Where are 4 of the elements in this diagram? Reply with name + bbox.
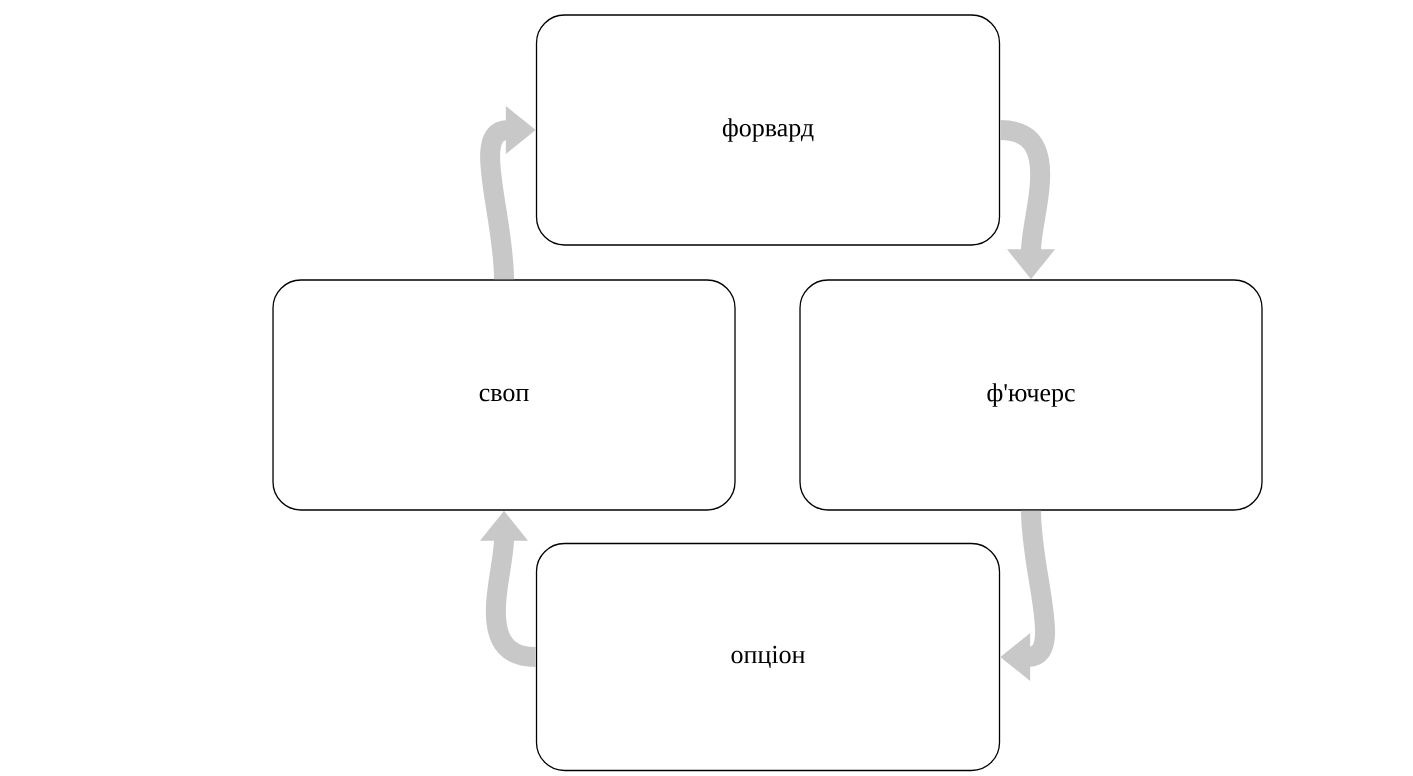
process-box: форвард <box>535 14 1001 246</box>
process-box: опціон <box>535 542 1001 772</box>
process-box: своп <box>272 279 736 511</box>
process-box: ф'ючерс <box>799 279 1263 511</box>
